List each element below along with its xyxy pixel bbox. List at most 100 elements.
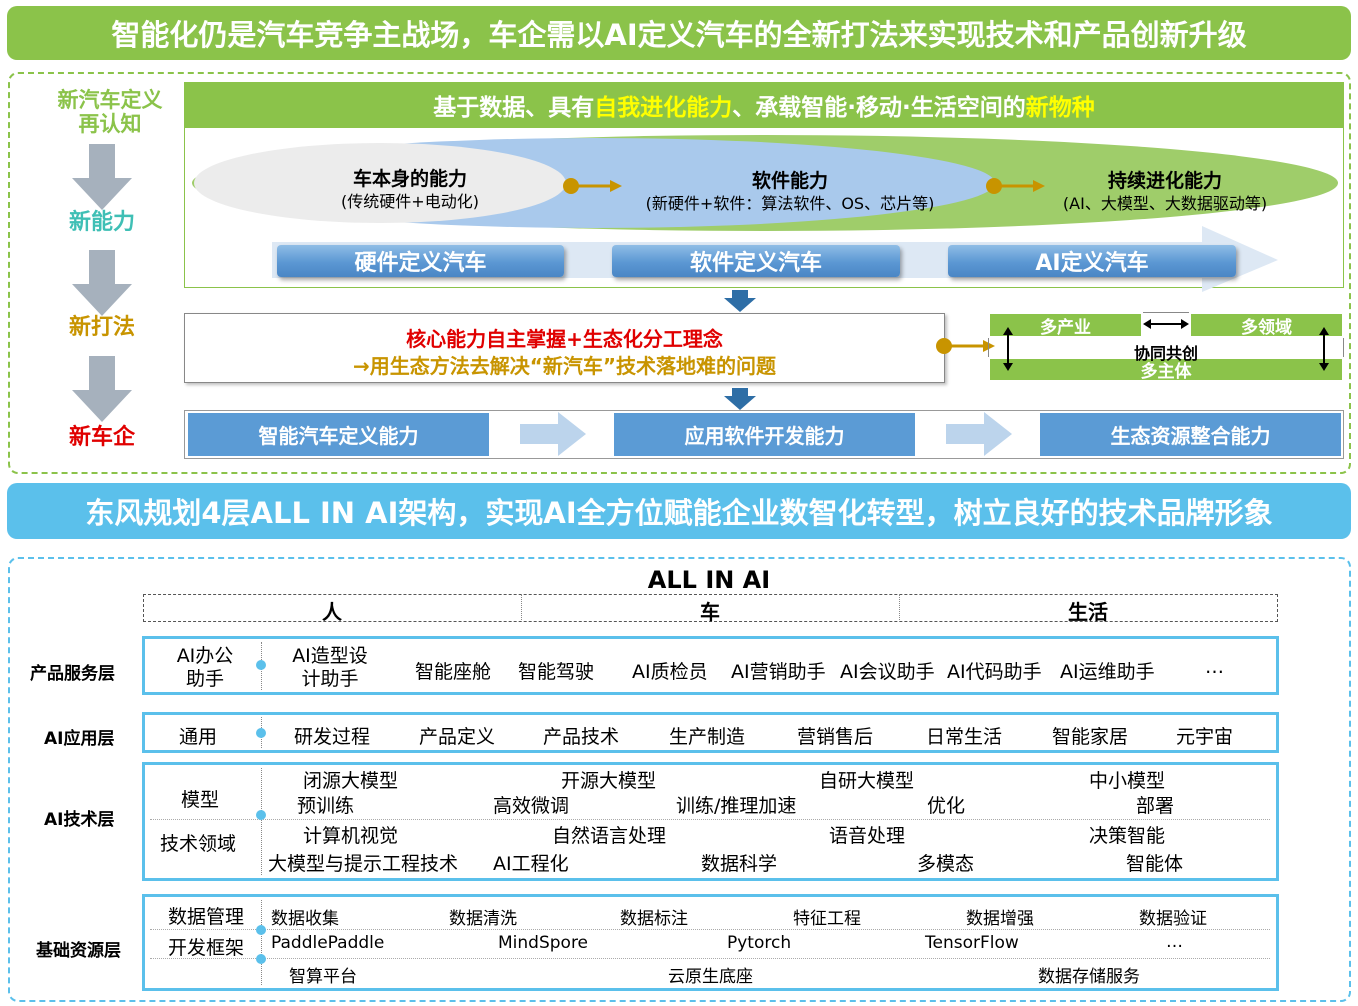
layer-divider xyxy=(261,768,262,875)
data-item: 数据验证 xyxy=(1139,909,1207,929)
field-item: 自然语言处理 xyxy=(552,825,667,847)
bottom-panel xyxy=(8,557,1351,1002)
dev-item: Pytorch xyxy=(727,933,792,953)
gold-arrow-icon xyxy=(986,178,1045,194)
product-item: AI质检员 xyxy=(632,661,708,683)
light-right-arrow-icon xyxy=(520,412,586,456)
product-item: AI会议助手 xyxy=(840,661,935,683)
product-item: 智能座舱 xyxy=(415,661,492,683)
ability-car-sub: (传统硬件+电动化) xyxy=(341,192,479,211)
stage-software: 软件定义汽车 xyxy=(612,245,900,277)
down-arrow-icon xyxy=(72,250,132,316)
dev-item: MindSpore xyxy=(498,933,589,953)
app-item: 日常生活 xyxy=(926,726,1003,748)
capability-ecosystem: 生态资源整合能力 xyxy=(1040,413,1341,456)
ability-ellipses xyxy=(192,135,1338,231)
model-item: 自研大模型 xyxy=(819,770,915,792)
product-item: AI办公 助手 xyxy=(176,645,234,690)
app-item: 营销售后 xyxy=(797,726,874,748)
top-banner: 智能化仍是汽车竞争主战场，车企需以AI定义汽车的全新打法来实现技术和产品创新升级 xyxy=(7,6,1351,60)
column-header-people: 人 xyxy=(322,600,342,624)
product-item: AI代码助手 xyxy=(947,661,1042,683)
down-arrow-icon xyxy=(72,144,132,210)
ability-software-title: 软件能力 xyxy=(751,170,828,192)
layer-divider xyxy=(261,900,262,985)
stage-hardware: 硬件定义汽车 xyxy=(277,245,564,277)
top-banner-text: 智能化仍是汽车竞争主战场，车企需以AI定义汽车的全新打法来实现技术和产品创新升级 xyxy=(111,18,1247,52)
ecosystem-multi-domain: 多领域 xyxy=(1189,312,1344,338)
definition-header: 基于数据、具有 自我进化能力 、承载智能·移动·生活空间的 新物种 xyxy=(184,82,1344,128)
layer-label-tech: AI技术层 xyxy=(44,810,115,830)
ability-evolve-title: 持续进化能力 xyxy=(1107,170,1222,192)
product-item: AI营销助手 xyxy=(731,661,826,683)
mid-banner: 东风规划4层ALL IN AI架构，实现AI全方位赋能企业数智化转型，树立良好的… xyxy=(7,483,1351,539)
model-item: 训练/推理加速 xyxy=(676,795,797,817)
model-item: 部署 xyxy=(1136,795,1175,817)
definition-highlight-evolution: 自我进化能力 xyxy=(594,95,733,121)
model-item: 闭源大模型 xyxy=(303,770,399,792)
model-item: 开源大模型 xyxy=(561,770,657,792)
bullet-dot xyxy=(256,954,266,964)
field-item: 语音处理 xyxy=(829,825,906,847)
bullet-dot xyxy=(256,925,266,935)
small-down-arrow-icon xyxy=(724,290,756,312)
side-label-new-approach: 新打法 xyxy=(68,315,135,340)
ecosystem-multi-entity: 多主体 xyxy=(988,357,1344,382)
app-item: 产品技术 xyxy=(543,726,620,748)
gold-arrow-icon xyxy=(936,338,995,354)
app-item: 智能家居 xyxy=(1052,726,1129,748)
layer-product-box xyxy=(142,636,1279,695)
ecosystem-co-creation: 协同共创 xyxy=(1133,344,1198,363)
ability-evolve-sub: (AI、大模型、大数据驱动等) xyxy=(1062,194,1268,213)
down-arrow-icon xyxy=(72,356,132,422)
ability-car-title: 车本身的能力 xyxy=(352,168,467,190)
core-concept-line2: →用生态方法去解决“新汽车”技术落地难的问题 xyxy=(352,354,777,378)
app-item: 研发过程 xyxy=(294,726,371,748)
side-label-new-automaker: 新车企 xyxy=(68,425,135,450)
app-item: 生产制造 xyxy=(669,726,746,748)
capability-define: 智能汽车定义能力 xyxy=(188,413,489,456)
tech-field-label: 技术领域 xyxy=(160,833,237,855)
double-arrow-vertical-icon xyxy=(1319,327,1329,371)
layer-row-divider xyxy=(150,958,1270,959)
base-dev-label: 开发框架 xyxy=(168,937,245,959)
mid-banner-text: 东风规划4层ALL IN AI架构，实现AI全方位赋能企业数智化转型，树立良好的… xyxy=(85,496,1273,530)
gold-arrow-icon xyxy=(563,178,622,194)
model-item: 中小模型 xyxy=(1089,770,1166,792)
model-item: 优化 xyxy=(927,795,966,817)
product-item: 智能驾驶 xyxy=(518,661,595,683)
field-item: 数据科学 xyxy=(701,853,778,875)
ecosystem-multi-industry: 多产业 xyxy=(988,312,1143,338)
column-header-car: 车 xyxy=(700,600,720,624)
layer-base-box xyxy=(142,894,1279,991)
dev-item: PaddlePaddle xyxy=(271,933,385,953)
column-header-row xyxy=(143,594,1278,622)
layer-label-app: AI应用层 xyxy=(44,729,115,749)
app-item: 通用 xyxy=(179,726,218,748)
data-item: 数据清洗 xyxy=(449,909,517,929)
top-panel xyxy=(8,72,1351,474)
light-right-arrow-icon xyxy=(946,412,1012,456)
data-item: 数据收集 xyxy=(271,909,339,929)
model-item: 高效微调 xyxy=(493,795,570,817)
stage-ai: AI定义汽车 xyxy=(948,245,1236,277)
double-arrow-horizontal-icon xyxy=(1143,319,1189,329)
field-item: AI工程化 xyxy=(493,853,569,875)
layer-row-divider xyxy=(150,819,1270,820)
field-item: 决策智能 xyxy=(1089,825,1166,847)
dev-item: … xyxy=(1166,932,1183,952)
bullet-dot xyxy=(256,660,266,670)
field-item: 大模型与提示工程技术 xyxy=(268,853,459,875)
field-item: 多模态 xyxy=(917,853,975,875)
dev-item: TensorFlow xyxy=(925,933,1019,953)
tech-model-label: 模型 xyxy=(181,789,220,811)
data-item: 数据增强 xyxy=(966,909,1034,929)
infra-item: 数据存储服务 xyxy=(1038,967,1140,987)
definition-highlight-species: 新物种 xyxy=(1025,95,1095,121)
bullet-dot xyxy=(256,728,266,738)
ability-software-sub: (新硬件+软件：算法软件、OS、芯片等) xyxy=(645,194,935,213)
layer-row-divider xyxy=(150,929,1270,930)
data-item: 数据标注 xyxy=(620,909,688,929)
bullet-dot xyxy=(256,810,266,820)
field-item: 计算机视觉 xyxy=(303,825,399,847)
